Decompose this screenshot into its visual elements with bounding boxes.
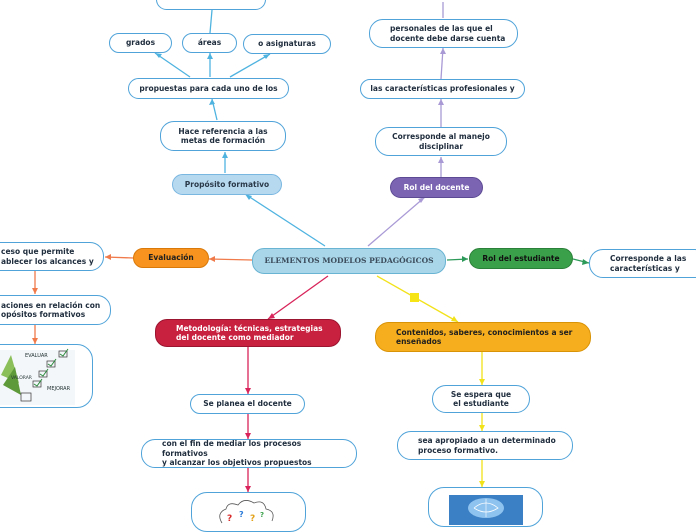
connector-center-evaluacion xyxy=(208,258,253,261)
node-se-espera[interactable]: Se espera que el estudiante xyxy=(432,385,530,413)
node-proceso-permite[interactable]: ceso que permite ablecer los alcances y xyxy=(0,242,104,271)
branch-rol-estudiante[interactable]: Rol del estudiante xyxy=(469,248,573,269)
branch-metodologia[interactable]: Metodología: técnicas, estrategias del d… xyxy=(155,319,341,347)
node-se-planea[interactable]: Se planea el docente xyxy=(190,394,305,414)
thinking-cloud-icon: ? ? ? ? xyxy=(219,500,274,524)
arrowhead-rol-estudiante xyxy=(462,256,468,262)
arrowhead-fin xyxy=(245,433,251,439)
methodology-image-box[interactable]: ? ? ? ? xyxy=(191,492,306,532)
arrowhead-asignaturas xyxy=(263,54,270,59)
node-grados[interactable]: grados xyxy=(109,33,172,53)
node-top-partial[interactable] xyxy=(156,0,266,10)
arrowhead-contenidos xyxy=(451,316,458,322)
branch-proposito-formativo[interactable]: Propósito formativo xyxy=(172,174,282,195)
node-caracteristicas-profesionales[interactable]: las características profesionales y xyxy=(360,79,525,99)
node-areas[interactable]: áreas xyxy=(182,33,237,53)
yellow-marker xyxy=(410,293,419,302)
evaluation-image-box[interactable]: EVALUAR VALORAR MEJORAR xyxy=(0,344,93,408)
arrowhead-metodologia xyxy=(268,313,275,319)
branch-rol-docente[interactable]: Rol del docente xyxy=(390,177,483,198)
node-corresponde-manejo[interactable]: Corresponde al manejo disciplinar xyxy=(375,127,507,156)
node-sea-apropiado[interactable]: sea apropiado a un determinado proceso f… xyxy=(397,431,573,460)
arrowhead-grados xyxy=(155,53,162,58)
evaluation-checklist-icon: EVALUAR VALORAR MEJORAR xyxy=(0,348,75,405)
contents-image-box[interactable] xyxy=(428,487,543,527)
arrowhead-areas xyxy=(207,53,213,59)
branch-evaluacion[interactable]: Evaluación xyxy=(133,248,209,268)
svg-text:?: ? xyxy=(250,514,255,524)
arrowhead-proceso xyxy=(105,254,111,260)
svg-text:?: ? xyxy=(227,514,232,524)
arrowhead-eval-image xyxy=(32,338,38,344)
svg-text:?: ? xyxy=(260,511,264,519)
connector-propuestas-asignaturas xyxy=(229,53,271,78)
arrowhead-propuestas xyxy=(209,99,215,105)
arrowhead-personales xyxy=(440,48,446,54)
connector-top-stub xyxy=(209,9,213,34)
arrowhead-corresponde xyxy=(438,157,444,163)
arrowhead-evaluacion xyxy=(209,256,215,262)
label-valorar: VALORAR xyxy=(11,375,32,381)
label-evaluar: EVALUAR xyxy=(25,353,48,359)
arrowhead-met-image xyxy=(245,486,251,492)
connector-center-metodologia xyxy=(267,275,329,320)
arrowhead-proposito xyxy=(245,194,252,200)
connector-layer xyxy=(32,2,590,492)
arrowhead-caracteristicas xyxy=(438,99,444,105)
node-personales[interactable]: personales de las que el docente debe da… xyxy=(369,19,518,48)
branch-contenidos[interactable]: Contenidos, saberes, conocimientos a ser… xyxy=(375,322,591,352)
arrowhead-planea xyxy=(245,388,251,394)
connector-propuestas-grados xyxy=(154,52,191,78)
arrowhead-acciones xyxy=(32,288,38,294)
arrowhead-estudiante-corresponde xyxy=(582,259,589,265)
arrowhead-cont-image xyxy=(479,481,485,487)
svg-text:?: ? xyxy=(239,510,244,519)
node-con-el-fin[interactable]: con el fin de mediar los procesos format… xyxy=(141,439,357,468)
brain-book-icon xyxy=(449,495,523,525)
arrowhead-hace xyxy=(222,152,228,158)
arrowhead-rol-docente xyxy=(418,197,425,203)
node-asignaturas[interactable]: o asignaturas xyxy=(243,34,331,54)
arrowhead-apropiado xyxy=(479,425,485,431)
label-mejorar: MEJORAR xyxy=(47,386,71,392)
node-corresponde-caracteristicas[interactable]: Corresponde a las características y xyxy=(589,249,696,278)
node-propuestas[interactable]: propuestas para cada uno de los xyxy=(128,78,289,99)
connector-center-proposito xyxy=(244,193,326,247)
central-topic[interactable]: ELEMENTOS MODELOS PEDAGÓGICOS xyxy=(252,248,446,274)
node-acciones-relacion[interactable]: aciones en relación con opósitos formati… xyxy=(0,295,111,325)
arrowhead-espera xyxy=(479,379,485,385)
node-hace-referencia[interactable]: Hace referencia a las metas de formación xyxy=(160,121,286,151)
connector-center-rol-docente xyxy=(367,196,426,247)
